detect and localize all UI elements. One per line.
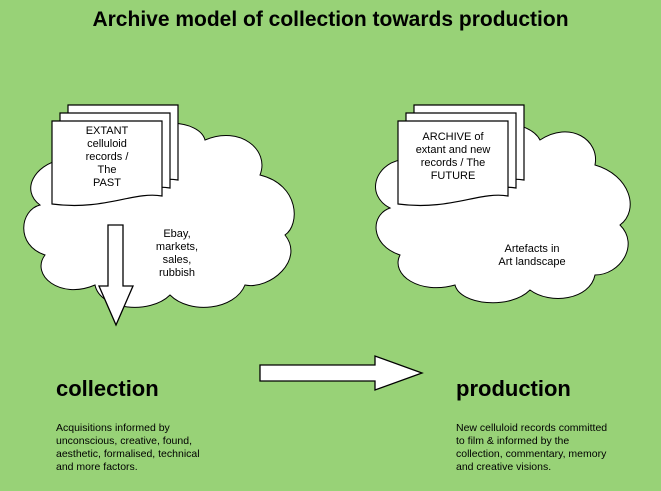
doc-line: The [97,164,117,176]
left-document-stack [51,104,179,207]
doc-line: celluloid [87,138,127,150]
doc-line: ARCHIVE of [422,131,484,143]
desc-line: Acquisitions informed by [56,422,170,434]
right-arrow [259,355,424,391]
cloud-line: Artefacts in [504,243,560,255]
left-document-text: EXTANT celluloid records / The PAST [52,125,162,190]
cloud-line: sales, [162,254,192,266]
desc-line: collection, commentary, memory [456,448,607,460]
doc-line: extant and new [415,144,491,156]
desc-line: aesthetic, formalised, technical [56,448,200,460]
right-document-text: ARCHIVE of extant and new records / The … [398,131,508,183]
doc-line: FUTURE [430,170,476,182]
right-document-stack [397,104,525,207]
doc-line: records / The [420,157,486,169]
collection-heading: collection [56,376,159,401]
cloud-line: markets, [155,241,199,253]
desc-line: and more factors. [56,461,138,473]
doc-line: PAST [93,177,121,189]
desc-line: New celluloid records committed [456,422,608,434]
desc-line: to film & informed by the [456,435,570,447]
cloud-line: Art landscape [498,256,566,268]
collection-description: Acquisitions informed by unconscious, cr… [56,422,200,474]
desc-line: and creative visions. [456,461,552,473]
cloud-line: rubbish [158,267,196,279]
right-cloud-text: Artefacts in Art landscape [472,243,592,269]
production-description: New celluloid records committed to film … [456,422,607,474]
cloud-line: Ebay, [163,228,191,240]
desc-line: unconscious, creative, found, [56,435,192,447]
doc-line: EXTANT [85,125,129,137]
page-title: Archive model of collection towards prod… [92,8,569,31]
production-heading: production [456,376,571,401]
down-arrow [98,224,134,327]
left-cloud-text: Ebay, markets, sales, rubbish [132,228,222,280]
doc-line: records / [85,151,129,163]
